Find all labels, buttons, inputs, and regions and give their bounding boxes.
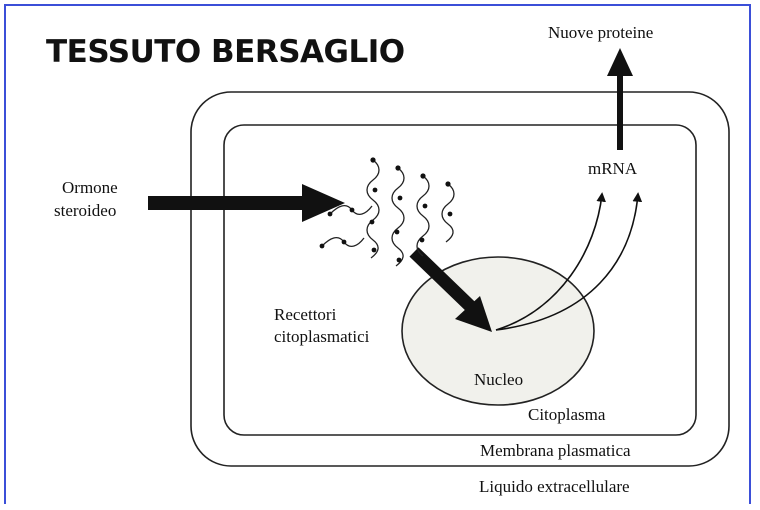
translation-arrow xyxy=(607,48,633,150)
receptor-chain xyxy=(441,183,455,243)
plasma-membrane-outer xyxy=(190,91,730,467)
transcription-arrow-right xyxy=(495,192,643,331)
cytoplasm-boundary xyxy=(223,124,697,436)
label-hormone-line2: steroideo xyxy=(54,201,116,220)
label-receptors-line2: citoplasmatici xyxy=(274,327,370,346)
hormone-entry-arrow xyxy=(148,184,345,222)
label-plasma-membrane: Membrana plasmatica xyxy=(480,441,631,460)
label-new-proteins: Nuove proteine xyxy=(548,23,653,42)
label-receptors-line1: Recettori xyxy=(274,305,337,324)
slide-frame xyxy=(4,4,751,504)
transcription-arrow-left xyxy=(495,192,606,331)
receptor-beads xyxy=(319,157,453,263)
cytoplasmic-receptors xyxy=(321,159,455,267)
receptor-chain xyxy=(416,175,430,257)
slide-title: TESSUTO BERSAGLIO xyxy=(46,34,405,70)
label-cytoplasm: Citoplasma xyxy=(528,405,606,424)
receptor-to-nucleus-arrow xyxy=(409,247,492,332)
label-hormone-line1: Ormone xyxy=(62,178,118,197)
label-extracellular-fluid: Liquido extracellulare xyxy=(479,477,630,496)
receptor-chain xyxy=(391,167,405,267)
label-mrna: mRNA xyxy=(588,159,638,178)
receptor-chain xyxy=(366,159,380,259)
label-nucleus: Nucleo xyxy=(474,370,523,389)
